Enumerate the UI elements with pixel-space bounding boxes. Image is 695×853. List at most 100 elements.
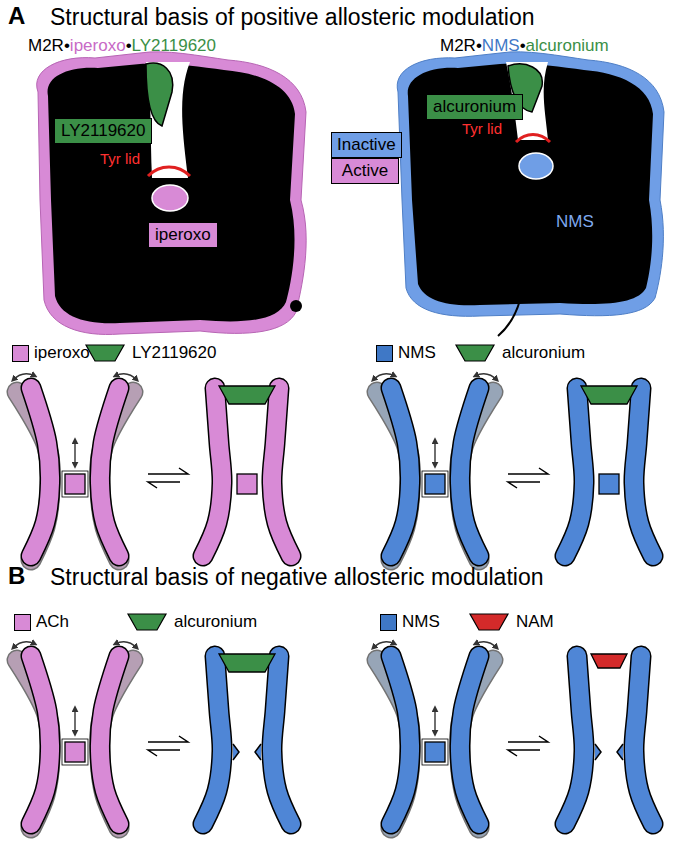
motion-arrow	[475, 374, 497, 380]
tm-helix-outline	[272, 388, 291, 556]
state-swatch: Active	[331, 158, 399, 184]
tm-helix	[565, 656, 584, 824]
ligand-square	[12, 345, 29, 362]
equilibrium-arrow	[148, 750, 180, 756]
orthosteric-ligand	[425, 474, 445, 494]
tm-helix	[391, 388, 410, 556]
complex-name: iperoxo	[70, 36, 126, 56]
legend-text: NAM	[516, 612, 554, 632]
ligand-label: NMS	[556, 212, 594, 232]
tm-helix	[100, 656, 119, 824]
tm-helix-outline	[203, 656, 222, 824]
equilibrium-arrow	[148, 468, 188, 474]
equilibrium-arrow	[508, 482, 540, 488]
ligand-mobility	[422, 471, 448, 497]
motion-arrow	[74, 440, 75, 466]
tm-helix-outline	[391, 656, 410, 824]
complex-name: M2R•	[440, 36, 482, 56]
orthosteric-ligand	[65, 474, 85, 494]
tyr-lid-label: Tyr lid	[100, 150, 140, 167]
ligand-box: iperoxo	[148, 222, 218, 248]
equilibrium-arrow	[148, 736, 188, 742]
pocket-notch	[255, 744, 261, 760]
motion-arrow	[434, 708, 435, 734]
tm-helix-outline	[31, 656, 50, 824]
ligand-box: alcuronium	[426, 94, 523, 120]
modulator-trapezoid	[84, 343, 126, 363]
motion-arrow	[475, 642, 497, 648]
box-text: alcuronium	[433, 97, 516, 117]
modulator-trapezoid	[470, 614, 508, 630]
motion-arrow	[74, 708, 75, 734]
tm-helix	[203, 656, 222, 824]
complex-name: •	[126, 36, 132, 56]
tm-helix-outline	[100, 656, 119, 824]
pocket-notch	[617, 744, 623, 760]
tm-helix-outline	[100, 388, 119, 556]
tyr-lid-label: Tyr lid	[462, 120, 502, 137]
motion-arrow	[434, 440, 435, 466]
tm-helix	[31, 388, 50, 556]
tm-helix-outline	[391, 388, 410, 556]
tm-helix	[460, 656, 479, 824]
tm-helix	[100, 388, 119, 556]
tm-helix-outline	[272, 656, 291, 824]
complex-name: alcuronium	[526, 36, 609, 56]
ligand-square	[380, 614, 397, 631]
modulator-trapezoid	[468, 612, 510, 632]
ligand-square	[376, 345, 393, 362]
tm-helix-outline	[565, 656, 584, 824]
equilibrium-arrow	[508, 468, 548, 474]
complex-name: NMS	[482, 36, 520, 56]
pocket-notch	[595, 744, 601, 760]
complex-name: •	[520, 36, 526, 56]
equilibrium-arrow	[148, 482, 180, 488]
orthosteric-ligand	[237, 474, 257, 494]
motion-arrow	[13, 642, 35, 648]
tm-helix-outline	[634, 388, 653, 556]
tm-helix	[203, 388, 222, 556]
modulator-trapezoid	[86, 345, 124, 361]
panel-letter: B	[8, 562, 25, 590]
cartoons	[13, 374, 653, 828]
legend-text: alcuronium	[174, 612, 257, 632]
legend-text: Active	[337, 161, 393, 181]
orthosteric-ligand	[65, 742, 85, 762]
tm-helix-outline	[460, 656, 479, 824]
inactive-structure	[397, 52, 664, 336]
tm-helix-outline	[634, 656, 653, 824]
modulator-trapezoid	[454, 343, 496, 363]
motion-arrow	[373, 374, 395, 380]
ligand-mobility	[62, 739, 88, 765]
ligand-mobility	[62, 471, 88, 497]
complex-name: LY2119620	[132, 36, 216, 56]
legend-text: Inactive	[337, 135, 396, 155]
tm-helix	[565, 388, 584, 556]
legend-text: NMS	[402, 612, 440, 632]
legend-text: LY2119620	[132, 343, 216, 363]
equilibrium-arrow	[508, 736, 548, 742]
ligand-mobility	[422, 739, 448, 765]
legend-text: ACh	[36, 612, 69, 632]
allosteric-modulator	[581, 386, 637, 404]
complex-name: M2R•	[28, 36, 70, 56]
orthosteric-ligand	[599, 474, 619, 494]
pocket-notch	[233, 744, 239, 760]
motion-arrow	[13, 374, 35, 380]
motion-arrow	[373, 642, 395, 648]
allosteric-modulator	[591, 654, 627, 668]
legend-text: NMS	[398, 343, 436, 363]
modulator-trapezoid	[126, 612, 168, 632]
panel-letter: A	[8, 2, 25, 30]
tm-helix	[31, 656, 50, 824]
allosteric-modulator	[219, 386, 275, 404]
motion-arrow	[115, 374, 137, 380]
legend-text: iperoxo	[34, 343, 90, 363]
equilibrium-arrow	[508, 750, 540, 756]
tm-helix	[272, 656, 291, 824]
active-structure	[37, 52, 306, 335]
ligand-box: LY2119620	[54, 118, 152, 144]
box-text: LY2119620	[61, 121, 145, 141]
modulator-trapezoid	[128, 614, 166, 630]
tm-helix	[634, 388, 653, 556]
